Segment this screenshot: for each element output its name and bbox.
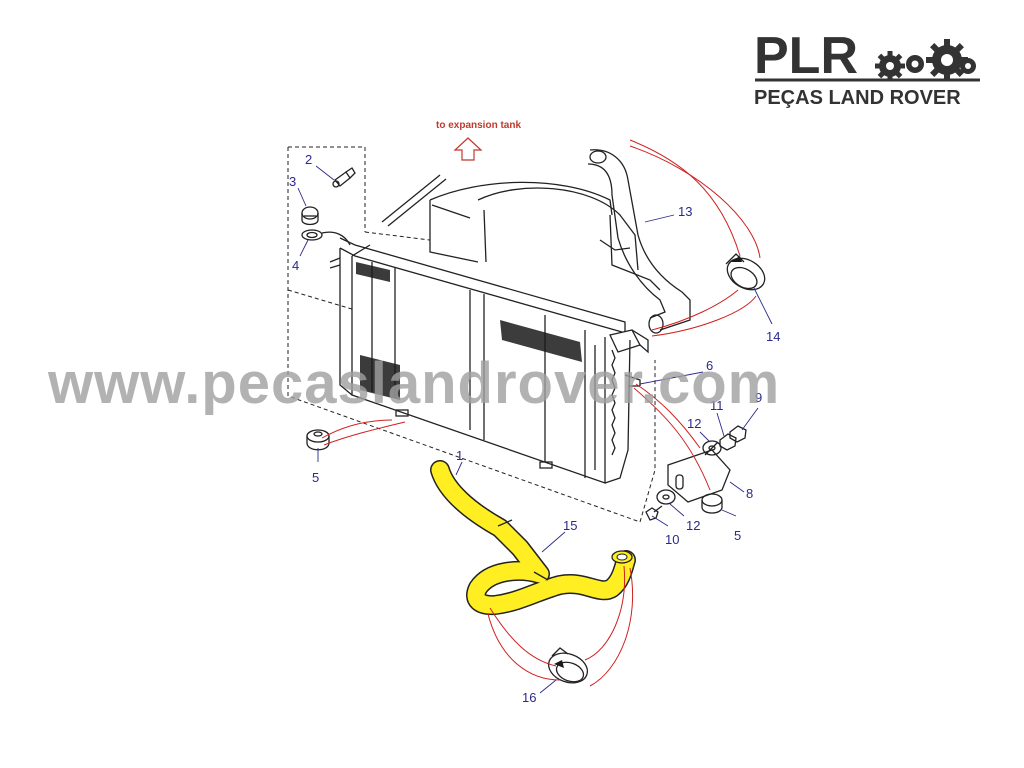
fan-shroud <box>429 181 661 291</box>
callout-10: 10 <box>665 532 679 547</box>
logo-tagline: PEÇAS LAND ROVER <box>754 87 961 109</box>
plr-logo: PLR PEÇAS LAND ROVER <box>754 27 980 109</box>
callout-numbers: 2 3 4 5 1 6 11 9 12 8 12 10 5 13 14 15 1… <box>289 152 780 705</box>
nut-9 <box>729 425 747 443</box>
bottom-hose <box>430 460 636 616</box>
bleed-pipe <box>381 174 447 227</box>
callout-12-upper: 12 <box>687 416 701 431</box>
expansion-tank-note: to expansion tank <box>436 120 521 131</box>
callout-3: 3 <box>289 174 296 189</box>
callout-leaders <box>297 165 773 694</box>
callout-15: 15 <box>563 518 577 533</box>
callout-16: 16 <box>522 690 536 705</box>
callout-11: 11 <box>710 398 724 413</box>
washer-12-lower <box>656 489 676 505</box>
sealing-washer <box>301 229 351 246</box>
hose-clip-14 <box>725 253 766 291</box>
filler-neck <box>609 329 649 354</box>
gear-icon <box>875 39 976 81</box>
callout-1: 1 <box>456 448 463 463</box>
washer-12-upper <box>702 440 722 456</box>
reference-lines <box>321 139 761 687</box>
website-watermark: www.pecaslandrover.com <box>47 351 780 416</box>
hose-clip-16 <box>547 647 589 684</box>
callout-4: 4 <box>292 258 299 273</box>
callout-5-right: 5 <box>734 528 741 543</box>
callout-2: 2 <box>305 152 312 167</box>
top-hose <box>587 149 691 334</box>
assembly-outline <box>287 146 656 523</box>
mounting-rubber-right <box>701 493 723 514</box>
callout-8: 8 <box>746 486 753 501</box>
bolt-10 <box>645 505 663 521</box>
drain-plug <box>301 206 319 226</box>
mounting-rubber-left <box>306 429 330 451</box>
radiator-core <box>329 237 631 484</box>
callout-12-lower: 12 <box>686 518 700 533</box>
callout-14: 14 <box>766 329 780 344</box>
nut-11 <box>719 433 737 451</box>
callout-5-left: 5 <box>312 470 319 485</box>
callout-6: 6 <box>706 358 713 373</box>
callout-13: 13 <box>678 204 692 219</box>
logo-brand: PLR <box>754 27 858 85</box>
arrow-up-icon <box>453 137 483 161</box>
bleed-screw <box>332 167 356 188</box>
callout-9: 9 <box>755 390 762 405</box>
